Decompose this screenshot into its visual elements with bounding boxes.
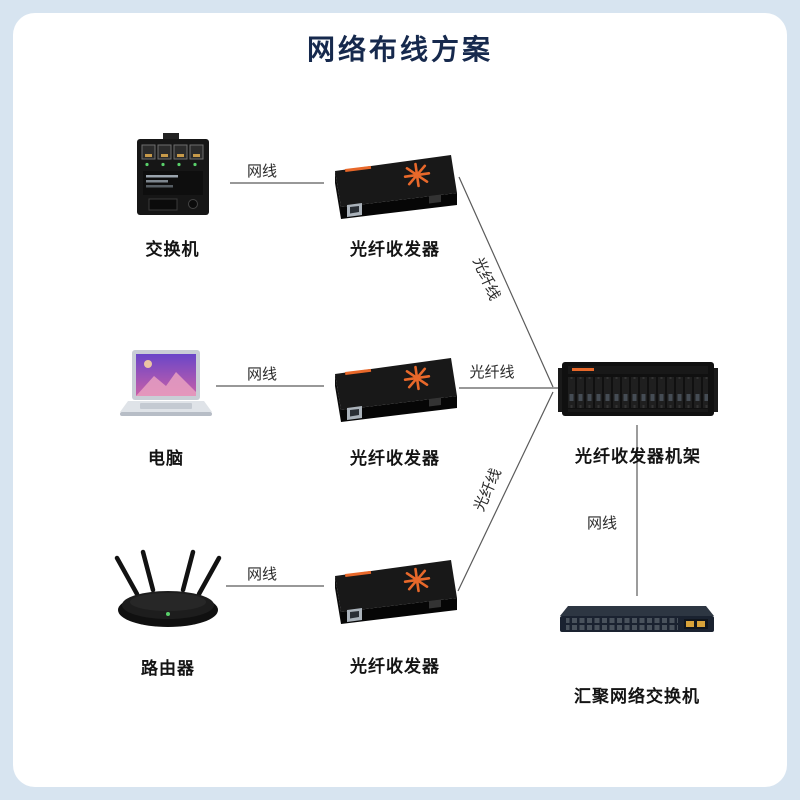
node-rack: 光纤收发器机架 [558,356,718,467]
node-converter-mid: 光纤收发器 [325,350,465,469]
edge-label-netcable-4: 网线 [586,514,617,532]
node-label-converter-mid: 光纤收发器 [350,449,440,469]
node-switch: 交换机 [100,133,245,260]
node-router: 路由器 [98,548,238,679]
node-label-converter-bottom: 光纤收发器 [350,657,440,677]
node-label-converter-top: 光纤收发器 [350,240,440,260]
edge-label-fiber-mid: 光纤线 [469,363,515,381]
aggregation-switch-image [560,606,714,632]
router-image [114,549,222,627]
node-label-rack: 光纤收发器机架 [575,447,701,467]
edge-label-netcable-2: 网线 [246,365,277,383]
node-computer: 电脑 [96,348,236,469]
node-agg-switch: 汇聚网络交换机 [556,596,718,707]
node-label-agg-switch: 汇聚网络交换机 [574,687,700,707]
edge-label-netcable-3: 网线 [246,565,277,583]
industrial-switch-image [136,133,209,215]
node-label-router: 路由器 [141,659,195,679]
node-converter-top: 光纤收发器 [325,147,465,260]
node-label-switch: 交换机 [145,240,200,260]
edge-label-netcable-1: 网线 [246,162,277,180]
converter-rack-image [558,362,718,416]
node-converter-bottom: 光纤收发器 [325,552,465,677]
node-label-computer: 电脑 [148,449,184,469]
page-title: 网络布线方案 [306,33,493,66]
media-converter-image [329,552,461,626]
laptop-image [120,350,212,416]
media-converter-image [329,147,461,221]
media-converter-image [329,350,461,424]
